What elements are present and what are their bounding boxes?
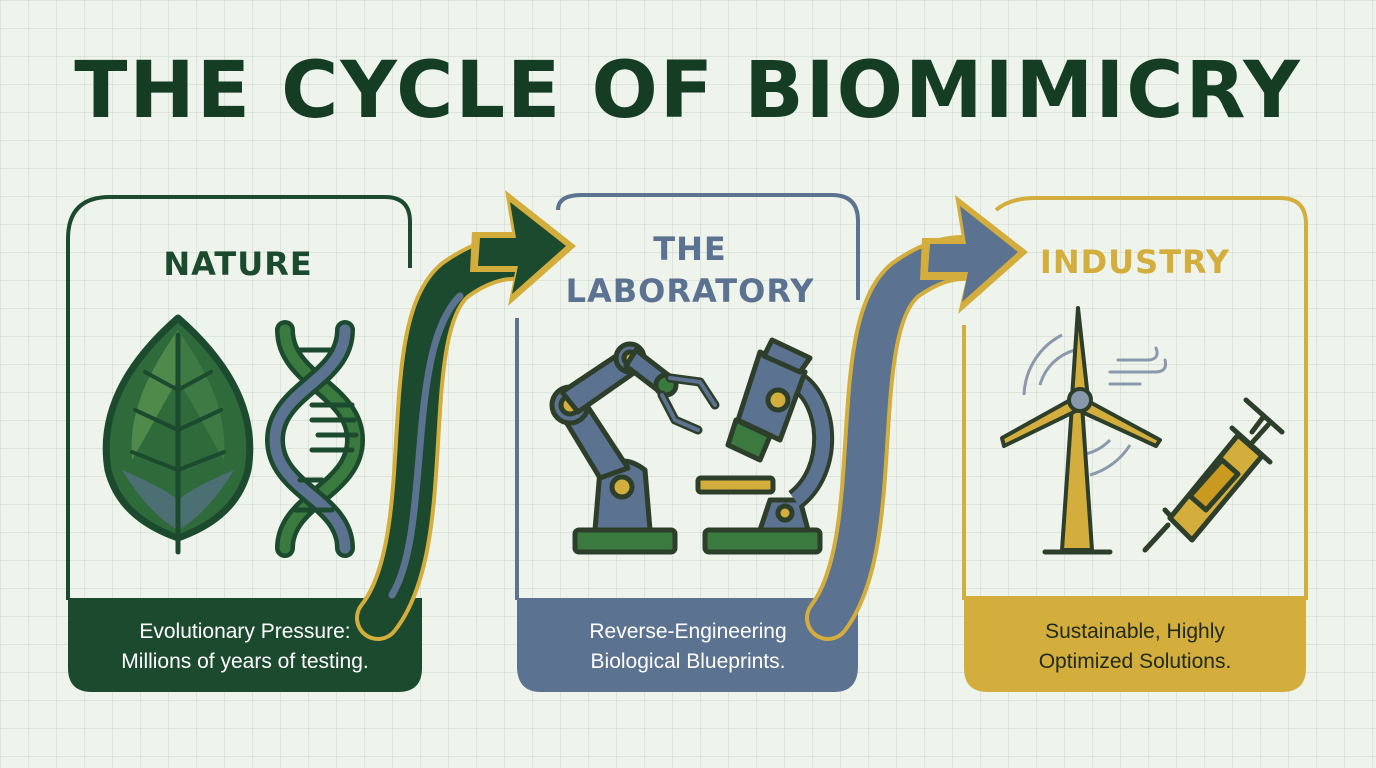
- nature-label: NATURE: [163, 245, 313, 283]
- nature-caption-line2: Millions of years of testing.: [121, 650, 369, 673]
- laboratory-caption-panel: [517, 598, 858, 692]
- arrow-nature-to-lab-icon: [355, 190, 576, 641]
- robotic-arm-icon: [549, 341, 720, 555]
- industry-caption: Sustainable, Highly Optimized Solutions.: [975, 617, 1295, 677]
- wind-turbine-icon: [1000, 306, 1167, 555]
- arrow-lab-to-industry-icon: [805, 195, 1028, 641]
- industry-card: [962, 196, 1308, 692]
- syringe-icon: [1142, 397, 1285, 553]
- laboratory-label-line2: LABORATORY: [565, 272, 815, 310]
- nature-caption-panel: [68, 598, 422, 692]
- industry-label: INDUSTRY: [1039, 243, 1231, 281]
- dna-icon: [264, 320, 366, 558]
- nature-caption-line1: Evolutionary Pressure:: [139, 620, 351, 643]
- laboratory-caption-line1: Reverse-Engineering: [589, 620, 787, 643]
- laboratory-label-line1: THE: [653, 230, 727, 268]
- leaf-icon: [102, 314, 254, 555]
- page-title: THE CYCLE OF BIOMIMICRY: [74, 46, 1302, 136]
- industry-caption-line1: Sustainable, Highly: [1045, 620, 1225, 643]
- nature-caption: Evolutionary Pressure: Millions of years…: [80, 617, 410, 677]
- industry-caption-line2: Optimized Solutions.: [1038, 650, 1232, 673]
- laboratory-caption: Reverse-Engineering Biological Blueprint…: [528, 617, 848, 677]
- laboratory-caption-line2: Biological Blueprints.: [590, 650, 786, 673]
- microscope-icon: [695, 337, 835, 555]
- laboratory-card: [515, 193, 860, 692]
- laboratory-label: THE LABORATORY: [530, 228, 850, 312]
- nature-card: [66, 195, 422, 692]
- industry-caption-panel: [964, 596, 1306, 692]
